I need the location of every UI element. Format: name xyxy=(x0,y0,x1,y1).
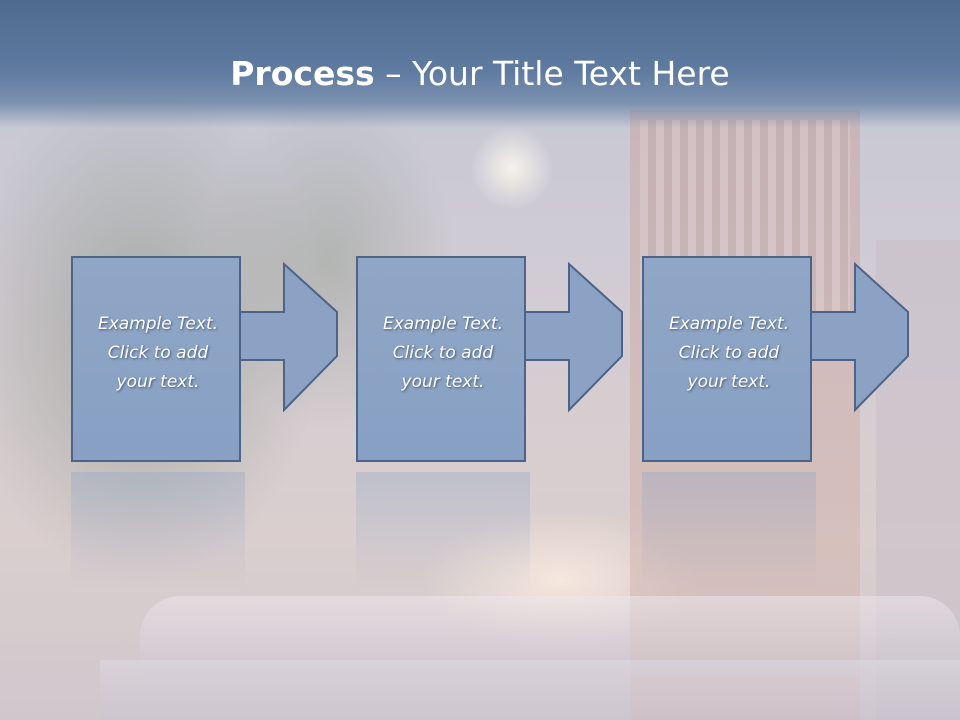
step-text[interactable]: Example Text. Click to add your text. xyxy=(382,314,504,392)
step-reflection xyxy=(71,472,245,592)
title-rest: – Your Title Text Here xyxy=(374,54,730,93)
step-box xyxy=(642,256,812,462)
step-reflection xyxy=(356,472,530,592)
step-text[interactable]: Example Text. Click to add your text. xyxy=(97,314,219,392)
background-fountain-base xyxy=(100,660,960,720)
process-step-1[interactable]: Example Text. Click to add your text. xyxy=(71,256,343,468)
step-box xyxy=(356,256,526,462)
process-step-3[interactable]: Example Text. Click to add your text. xyxy=(642,256,914,468)
arrow-right-icon xyxy=(230,261,338,413)
slide-title[interactable]: Process – Your Title Text Here xyxy=(0,52,960,96)
step-text[interactable]: Example Text. Click to add your text. xyxy=(668,314,790,392)
title-band xyxy=(0,0,960,128)
step-box xyxy=(71,256,241,462)
step-reflection xyxy=(642,472,816,592)
process-step-2[interactable]: Example Text. Click to add your text. xyxy=(356,256,628,468)
arrow-right-icon xyxy=(801,261,909,413)
title-bold: Process xyxy=(230,54,375,93)
arrow-right-icon xyxy=(515,261,623,413)
